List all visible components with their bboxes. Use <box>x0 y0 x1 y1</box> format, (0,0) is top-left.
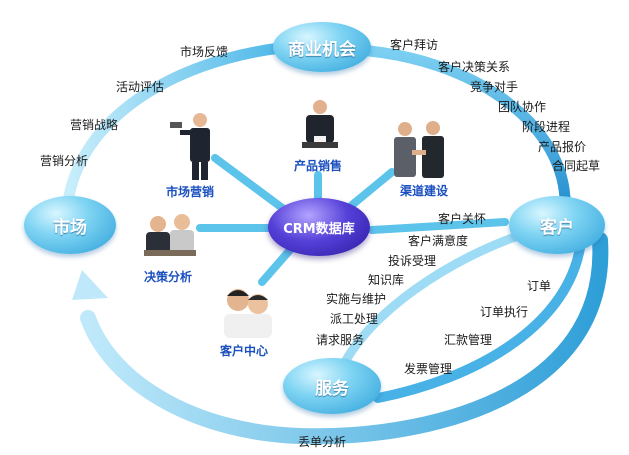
label-dispatch: 派工处理 <box>330 312 379 326</box>
label-complaint-handling: 投诉受理 <box>388 254 437 268</box>
spoke-channel <box>348 168 396 209</box>
caption-marketing: 市场营销 <box>166 185 215 199</box>
arc-customer-to-service-inner <box>340 227 535 367</box>
label-knowledge-base: 知识库 <box>368 273 405 287</box>
label-implementation: 实施与维护 <box>326 292 387 306</box>
sales-person-illustration <box>302 100 338 148</box>
label-service-request: 请求服务 <box>316 333 365 347</box>
node-customer: 客户 <box>509 196 605 254</box>
caption-channel: 渠道建设 <box>400 184 449 198</box>
node-opportunity: 商业机会 <box>273 22 371 72</box>
label-invoice: 发票管理 <box>404 362 453 376</box>
caption-product-sales: 产品销售 <box>294 159 343 173</box>
label-customer-satisfaction: 客户满意度 <box>408 234 469 248</box>
label-stage-progress: 阶段进程 <box>522 120 571 134</box>
label-activity-evaluation: 活动评估 <box>116 80 165 94</box>
outer-loop-arrowhead <box>72 270 108 300</box>
label-customer-visit: 客户拜访 <box>390 38 439 52</box>
arc-customer-to-service-outer <box>373 243 585 403</box>
channel-handshake-illustration <box>394 121 444 178</box>
spoke-customer <box>368 218 509 234</box>
customer-center-illustration <box>224 289 272 338</box>
arc-market-to-opportunity <box>62 42 286 208</box>
node-service: 服务 <box>283 358 381 414</box>
decision-meeting-illustration <box>144 214 196 256</box>
label-remittance: 汇款管理 <box>444 333 493 347</box>
arc-opportunity-to-customer <box>352 44 571 204</box>
caption-decision: 决策分析 <box>144 270 193 284</box>
label-marketing-analysis: 营销分析 <box>40 154 89 168</box>
label-market-feedback: 市场反馈 <box>180 45 229 59</box>
label-order: 订单 <box>527 279 552 293</box>
caption-customer-center: 客户中心 <box>220 344 269 358</box>
label-product-quote: 产品报价 <box>538 140 587 154</box>
node-market: 市场 <box>24 196 116 254</box>
marketing-presenter-illustration <box>170 113 210 180</box>
node-crm-hub: CRM数据库 <box>268 198 370 256</box>
label-competitors: 竞争对手 <box>470 80 519 94</box>
label-decision-relationship: 客户决策关系 <box>438 60 511 74</box>
label-team-collaboration: 团队协作 <box>498 100 547 114</box>
arc-outer-loop <box>80 232 609 445</box>
label-contract-draft: 合同起草 <box>552 159 601 173</box>
spoke-marketing <box>211 154 289 214</box>
label-marketing-strategy: 营销战略 <box>70 118 119 132</box>
label-customer-care: 客户关怀 <box>438 212 487 226</box>
label-lost-order-analysis: 丢单分析 <box>298 435 347 449</box>
spoke-customer-center <box>258 246 294 286</box>
label-order-execution: 订单执行 <box>480 305 529 319</box>
